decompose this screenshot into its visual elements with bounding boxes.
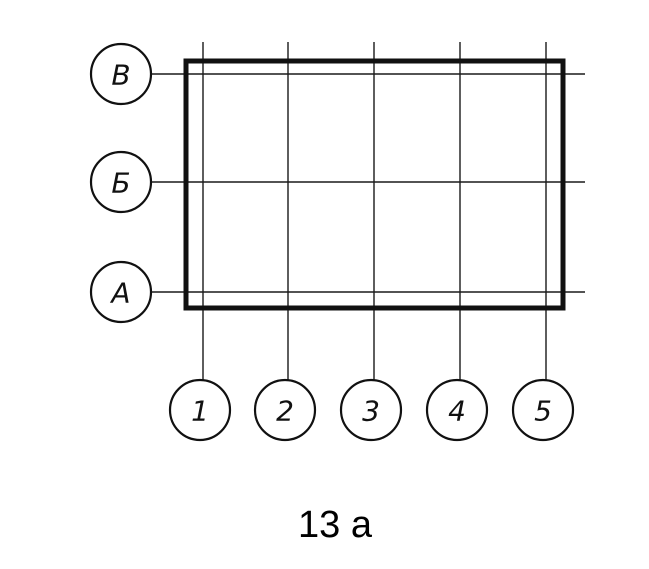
column-axis-markers: 1 2 3 4 5 <box>168 378 575 442</box>
axis-bubble <box>89 42 153 106</box>
building-outline <box>183 58 566 311</box>
column-axis-lines <box>202 42 547 380</box>
axis-bubble <box>168 378 232 442</box>
column-axis-marker-2: 2 <box>253 378 317 442</box>
axis-label: 4 <box>448 395 466 428</box>
axis-label: 3 <box>362 395 380 428</box>
axis-label: 1 <box>191 395 209 428</box>
axis-label: 5 <box>534 395 552 428</box>
axis-label: Б <box>111 167 130 200</box>
axis-bubble <box>339 378 403 442</box>
axis-label: В <box>111 59 130 92</box>
axis-label: 2 <box>276 395 294 428</box>
column-axis-marker-4: 4 <box>425 378 489 442</box>
row-axis-marker-Б: Б <box>89 150 153 214</box>
column-axis-marker-5: 5 <box>511 378 575 442</box>
row-axis-marker-А: А <box>89 260 153 324</box>
row-axis-marker-В: В <box>89 42 153 106</box>
row-axis-lines <box>151 73 585 293</box>
figure-caption: 13 а <box>298 504 373 546</box>
axis-bubble <box>89 260 153 324</box>
column-axis-marker-3: 3 <box>339 378 403 442</box>
axis-bubble <box>425 378 489 442</box>
axis-bubble <box>253 378 317 442</box>
axis-bubble <box>511 378 575 442</box>
axis-label: А <box>109 277 130 310</box>
row-axis-markers: В Б А <box>89 42 153 324</box>
axis-bubble <box>89 150 153 214</box>
column-axis-marker-1: 1 <box>168 378 232 442</box>
